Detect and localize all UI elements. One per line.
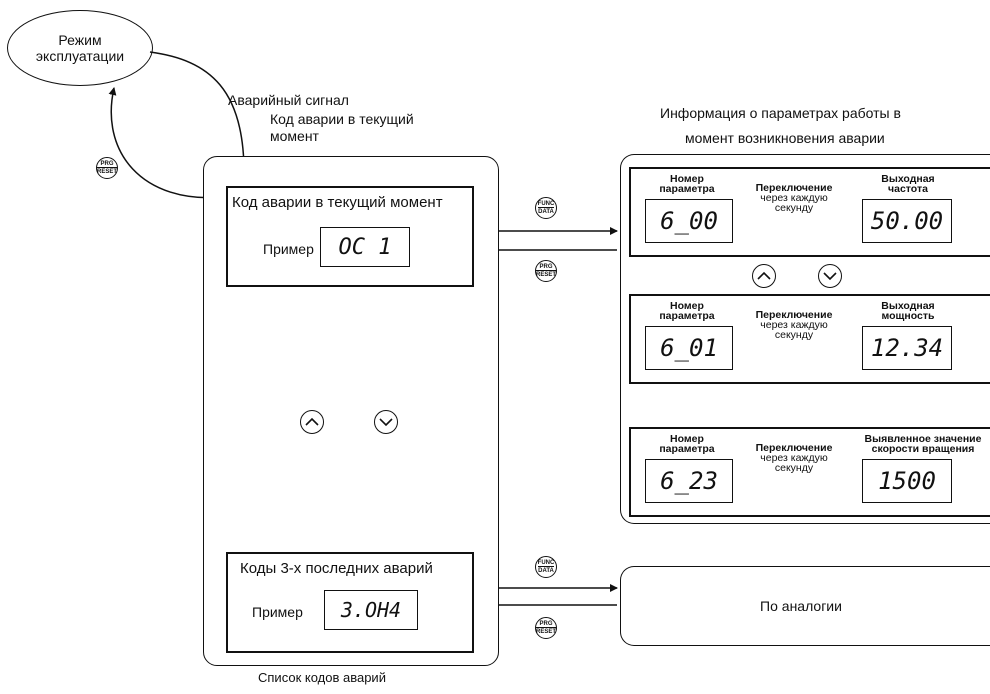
- operation-mode-node: Режим эксплуатации: [7, 10, 153, 86]
- by-analogy-box: По аналогии: [620, 566, 990, 646]
- down-key-right[interactable]: [818, 264, 842, 288]
- alarm-code-list-caption: Список кодов аварий: [258, 670, 386, 685]
- param-2-value-label-2: мощность: [881, 310, 935, 322]
- current-alarm-code-title: Код аварии в текущий момент: [232, 194, 443, 211]
- param-3-switch-label-2: через каждую: [760, 452, 828, 464]
- param-row-3: Номер параметра 6_23 Переключение через …: [629, 427, 990, 517]
- current-alarm-code-box: Код аварии в текущий момент Пример OC 1: [226, 186, 474, 287]
- param-3-code-display: 6_23: [645, 459, 733, 503]
- param-row-1: Номер параметра 6_00 Переключение через …: [629, 167, 990, 257]
- down-caret-icon-right: [823, 272, 837, 281]
- param-3-value-label-2: скорости вращения: [871, 443, 975, 455]
- up-key-right[interactable]: [752, 264, 776, 288]
- param-1-number-label-1: Номер: [670, 173, 704, 185]
- up-caret-icon-right: [757, 271, 771, 280]
- alarm-signal-label: Аварийный сигнал: [228, 92, 349, 108]
- param-1-number-label-2: параметра: [659, 183, 715, 195]
- param-3-number-label-1: Номер: [670, 433, 704, 445]
- last-three-example-label: Пример: [252, 604, 303, 620]
- param-row-2: Номер параметра 6_01 Переключение через …: [629, 294, 990, 384]
- param-1-value-label-1: Выходная: [881, 173, 935, 185]
- param-1-value-label-2: частота: [888, 183, 928, 195]
- prg-reset-key-left[interactable]: PRG RESET: [96, 157, 118, 179]
- param-2-value-label-1: Выходная: [881, 300, 935, 312]
- param-2-number-label-1: Номер: [670, 300, 704, 312]
- info-title-line1: Информация о параметрах работы в: [660, 105, 901, 121]
- prg-reset-key-top[interactable]: PRG RESET: [535, 260, 557, 282]
- param-3-switch-label-3: секунду: [774, 462, 814, 474]
- param-2-switch-label-1: Переключение: [755, 309, 833, 321]
- last-three-alarms-title: Коды 3-х последних аварий: [240, 560, 433, 577]
- current-alarm-display: OC 1: [320, 227, 410, 267]
- param-3-value-display: 1500: [862, 459, 952, 503]
- current-code-caption-line2: момент: [270, 128, 319, 144]
- param-3-switch-label-1: Переключение: [755, 442, 833, 454]
- reset-return-curve: [108, 87, 227, 199]
- param-1-switch-label-2: через каждую: [760, 192, 828, 204]
- param-1-code-display: 6_00: [645, 199, 733, 243]
- alarm-signal-curve: [149, 51, 249, 177]
- param-1-switch-label-3: секунду: [774, 202, 814, 214]
- param-2-code-display: 6_01: [645, 326, 733, 370]
- last-three-alarm-display: 3.OH4: [324, 590, 418, 630]
- down-key-left[interactable]: [374, 410, 398, 434]
- prg-reset-key-bottom[interactable]: PRG RESET: [535, 617, 557, 639]
- last-three-alarms-box: Коды 3-х последних аварий Пример 3.OH4: [226, 552, 474, 653]
- operation-mode-label-line2: эксплуатации: [35, 48, 125, 64]
- up-key-left[interactable]: [300, 410, 324, 434]
- param-3-value-label-1: Выявленное значение: [864, 433, 982, 445]
- info-title-line2: момент возникновения аварии: [685, 130, 885, 146]
- param-2-switch-label-2: через каждую: [760, 319, 828, 331]
- param-2-switch-label-3: секунду: [774, 329, 814, 341]
- param-2-number-label-2: параметра: [659, 310, 715, 322]
- current-code-caption-line1: Код аварии в текущий: [270, 111, 414, 127]
- up-caret-icon: [305, 417, 319, 426]
- param-1-value-display: 50.00: [862, 199, 952, 243]
- down-caret-icon: [379, 418, 393, 427]
- current-example-label: Пример: [263, 241, 314, 257]
- func-data-key-bottom[interactable]: FUNC DATA: [535, 556, 557, 578]
- func-data-key-top[interactable]: FUNC DATA: [535, 197, 557, 219]
- operation-mode-label-line1: Режим: [58, 31, 102, 48]
- by-analogy-label: По аналогии: [760, 597, 842, 614]
- param-3-number-label-2: параметра: [659, 443, 715, 455]
- param-1-switch-label-1: Переключение: [755, 182, 833, 194]
- param-2-value-display: 12.34: [862, 326, 952, 370]
